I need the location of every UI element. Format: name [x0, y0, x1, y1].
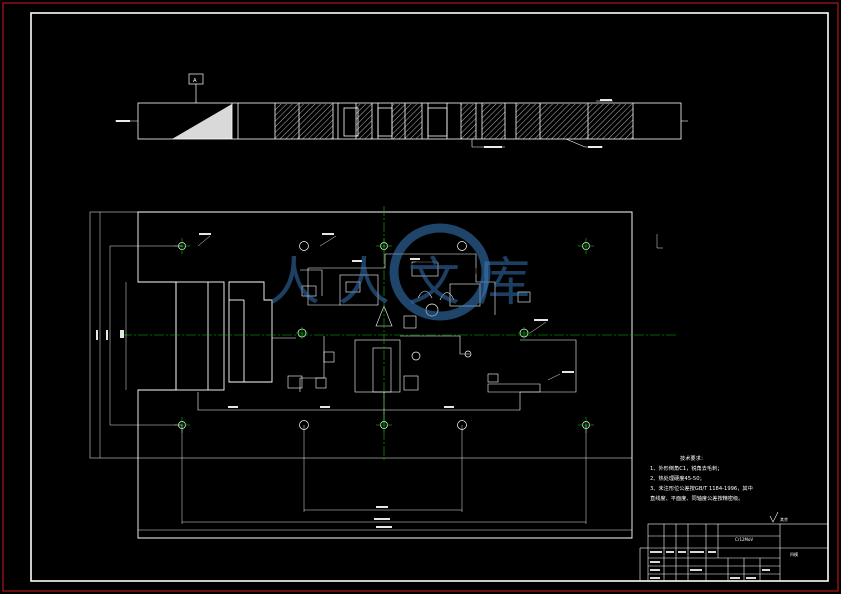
title-block-part-name: 凹模 [790, 551, 798, 557]
roughness-note: 其余 [780, 516, 788, 522]
tech-requirement-2: 2、热处理硬度45-50； [650, 474, 705, 482]
section-marker-label: A [193, 78, 197, 84]
title-block-material: Cr12MoV [735, 537, 753, 542]
roughness-symbol [769, 511, 779, 523]
dimension-label-marks [96, 99, 612, 528]
title-block-cell-marks [650, 551, 770, 579]
drawing-frame [30, 12, 829, 582]
tech-requirement-3: 3、未注形位公差按GB/T 1184-1996，其中 [650, 484, 753, 492]
section-hatching [275, 104, 633, 139]
title-block [639, 523, 829, 582]
tech-requirement-4: 直线度、平面度、同轴度公差按精密级。 [650, 494, 743, 502]
watermark-text: 人人文库 [268, 253, 548, 313]
tech-requirement-1: 1、外形倒角C1，锐角去毛刺； [650, 464, 722, 472]
tech-requirements: 技术要求： 1、外形倒角C1，锐角去毛刺； 2、热处理硬度45-50； 3、未注… [650, 454, 753, 502]
tech-requirements-heading: 技术要求： [680, 454, 706, 462]
section-marker [188, 73, 204, 103]
watermark [389, 223, 491, 321]
dimension-lines [99, 212, 663, 531]
